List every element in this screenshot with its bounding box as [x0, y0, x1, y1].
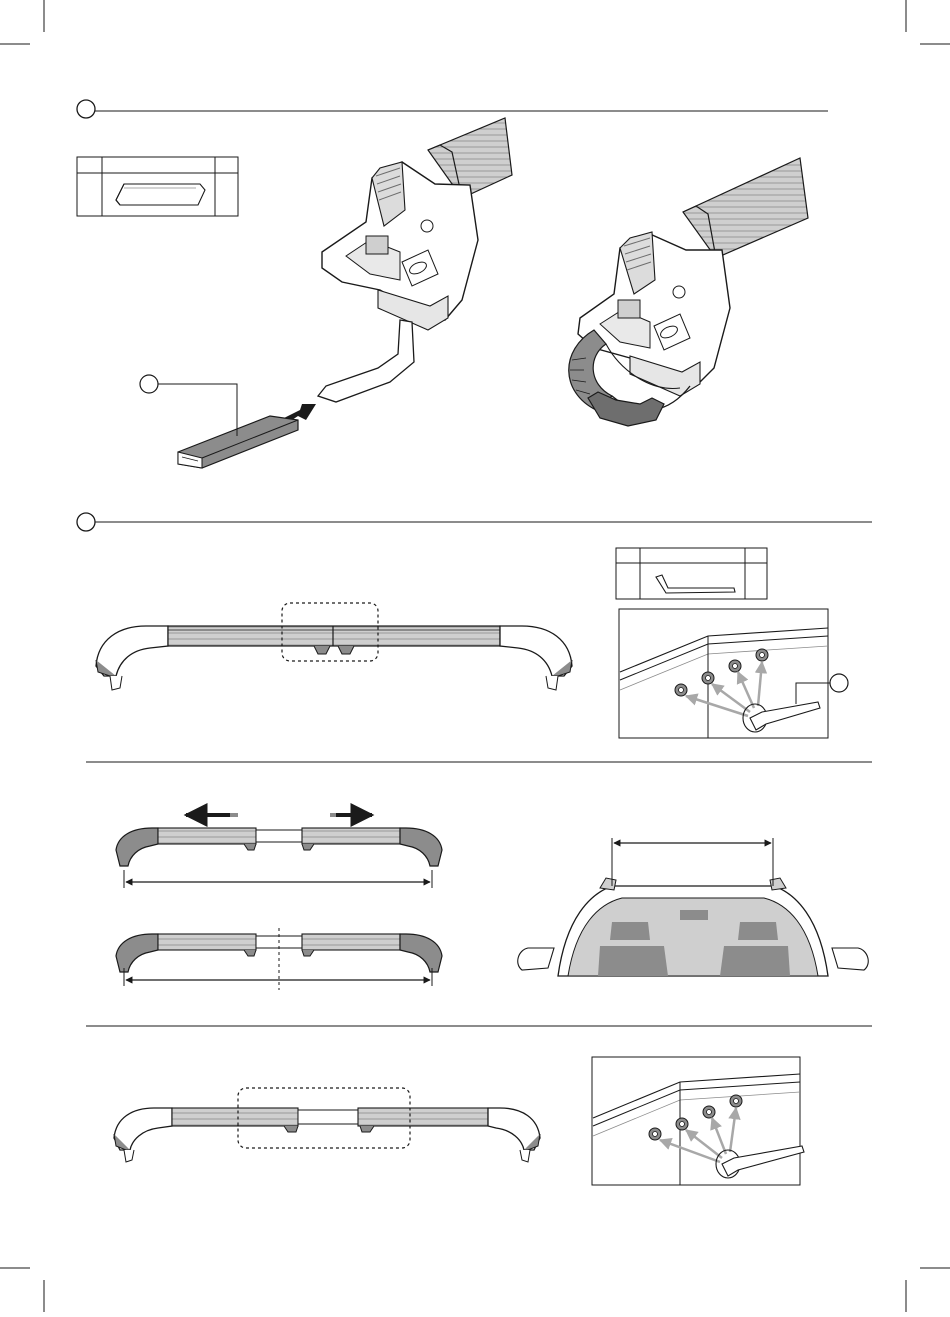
bar-centered — [116, 928, 442, 990]
bolt-loosening-detail — [619, 609, 848, 738]
roof-bar-locked — [114, 1088, 540, 1162]
step-1-callout-badge — [140, 375, 158, 393]
step-3-section — [86, 762, 872, 990]
step-1-section — [77, 100, 828, 468]
bar-foot-with-strap-fitted — [569, 158, 808, 426]
roof-bar-assembled — [96, 603, 572, 690]
step-2-badge — [77, 513, 95, 531]
step-4-section — [86, 1026, 872, 1185]
car-rear-view-with-roof-width — [518, 838, 869, 976]
step-2-callout-badge — [830, 674, 848, 692]
step-2-kit-table — [616, 548, 767, 599]
step-2-section — [77, 513, 872, 738]
bolt-tightening-detail — [592, 1057, 804, 1185]
rubber-pad-icon — [116, 184, 205, 205]
step-1-badge — [77, 100, 95, 118]
bar-extended — [116, 813, 442, 888]
step-1-kit-table — [77, 157, 238, 216]
